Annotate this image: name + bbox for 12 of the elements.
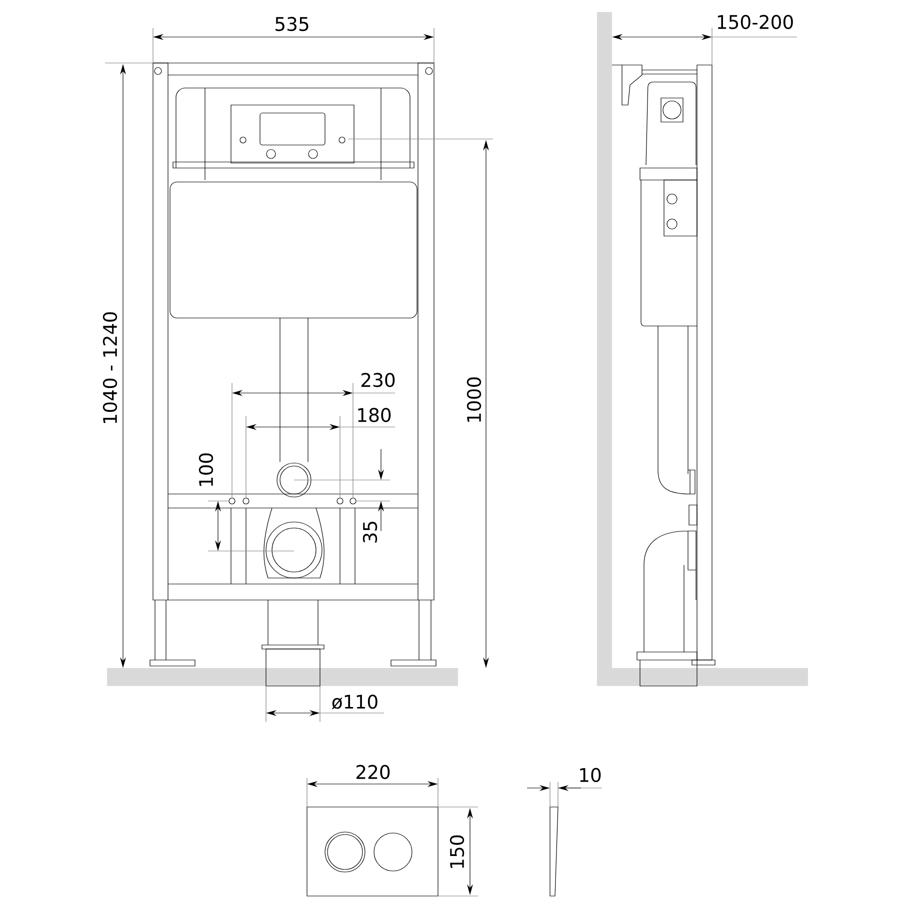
dimension-label: 1040 - 1240	[102, 312, 118, 423]
dimension-label: 35	[362, 522, 378, 542]
dimension-label: 180	[358, 408, 391, 422]
dimension-label: 220	[356, 764, 390, 780]
dimension-label: 100	[198, 453, 214, 486]
dimension-label: 10	[580, 768, 601, 782]
dimension-label: ø110	[332, 694, 378, 710]
dimension-label: 150	[450, 835, 464, 868]
dimension-label: 230	[362, 372, 395, 388]
dimension-label: 535	[276, 16, 308, 32]
dimension-label: 150-200	[718, 14, 793, 30]
dimension-label: 1000	[466, 377, 482, 422]
